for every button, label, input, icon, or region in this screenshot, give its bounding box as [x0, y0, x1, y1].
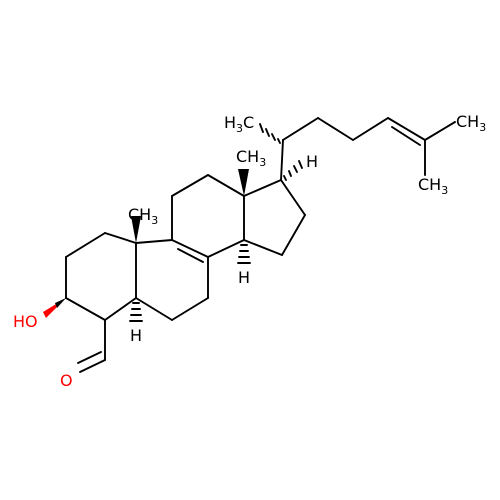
hash-c5-h: [129, 302, 143, 322]
ring-b-bonds: [135, 239, 209, 321]
c13-methyl-label: CH3: [236, 147, 266, 169]
ring-a-bonds: [65, 232, 137, 321]
hash-c20-methyl: [259, 123, 281, 144]
c14-hydrogen-label: H: [238, 268, 250, 287]
side-chain-bonds: [280, 117, 456, 181]
hash-c14-h: [237, 244, 251, 264]
terminal-methyl-a-label: CH3: [456, 112, 486, 134]
hash-c17-h: [283, 160, 303, 181]
terminal-methyl-b-label: CH3: [418, 175, 448, 197]
c20-methyl-label: H3C: [224, 113, 254, 135]
ring-c-bonds: [171, 174, 245, 258]
ring-d-bonds: [243, 179, 306, 256]
wedge-c3-oh-base: [55, 298, 66, 308]
stereo-bonds: [43, 123, 303, 322]
wedge-c10-methyl: [131, 216, 141, 243]
hydroxyl-label: HO: [13, 312, 38, 331]
aldehyde-oxygen-label: O: [60, 371, 73, 390]
c10-methyl-label: CH3: [128, 205, 158, 227]
aldehyde-bonds: [77, 319, 106, 373]
wedge-c13-methyl: [238, 169, 249, 196]
atom-labels: HO O CH3 CH3 H H H H3C CH3 CH3: [13, 112, 486, 390]
c5-hydrogen-label: H: [130, 326, 142, 345]
c17-hydrogen-label: H: [306, 152, 318, 171]
